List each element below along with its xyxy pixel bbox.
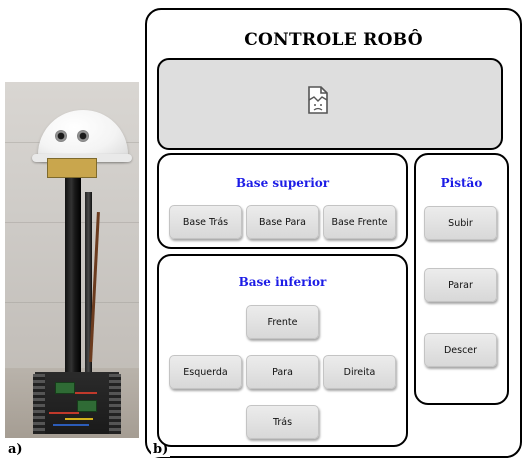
- robot-photo: [5, 82, 139, 438]
- broken-image-icon: [308, 86, 328, 114]
- descer-button[interactable]: Descer: [424, 333, 497, 367]
- para-button[interactable]: Para: [246, 355, 319, 389]
- robot-sensor-left: [55, 130, 67, 142]
- parar-button[interactable]: Parar: [424, 268, 497, 302]
- tras-button[interactable]: Trás: [246, 405, 319, 439]
- esquerda-button[interactable]: Esquerda: [169, 355, 242, 389]
- robot-sensor-right: [77, 130, 89, 142]
- page-title: CONTROLE ROBÔ: [244, 30, 423, 50]
- base-tras-button[interactable]: Base Trás: [169, 205, 242, 239]
- frente-button[interactable]: Frente: [246, 305, 319, 339]
- figure-label-a: a): [8, 442, 23, 457]
- video-feed: [157, 58, 503, 150]
- base-para-button[interactable]: Base Para: [246, 205, 319, 239]
- robot-track-right: [109, 374, 121, 434]
- direita-button[interactable]: Direita: [323, 355, 396, 389]
- pistao-title: Pistão: [440, 176, 483, 190]
- robot-mast: [65, 178, 81, 378]
- base-superior-title: Base superior: [235, 176, 330, 190]
- base-frente-button[interactable]: Base Frente: [323, 205, 396, 239]
- robot-track-left: [33, 374, 45, 434]
- base-inferior-title: Base inferior: [238, 275, 327, 289]
- subir-button[interactable]: Subir: [424, 206, 497, 240]
